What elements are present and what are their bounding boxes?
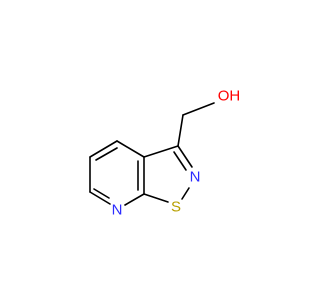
bond-c5-c4 [89, 140, 118, 158]
isothiazole-ring [143, 145, 193, 203]
bond-c7a-n7 [124, 193, 145, 206]
bond-n7-c6 [89, 191, 111, 205]
atom-label-nitrogen-ring: N [112, 202, 123, 219]
structure-diagram: N S N OH [89, 88, 241, 219]
hydroxymethyl-group [177, 102, 215, 147]
pyridine-ring [89, 140, 145, 206]
bond-n2-c3 [177, 145, 193, 168]
bond-c4-c3a [116, 140, 145, 158]
atom-label-sulfur: S [171, 199, 181, 216]
bond-n7-c6-double [93, 188, 110, 199]
bond-ch2-o [182, 102, 215, 116]
atom-label-nitrogen-isothiazole: N [190, 169, 201, 186]
bond-c5-c4-double [95, 147, 118, 161]
atom-label-hydroxyl: OH [218, 88, 241, 105]
bond-c3-c3a [143, 145, 179, 158]
bond-c3-ch2 [177, 114, 184, 147]
bond-s-n2 [181, 187, 190, 200]
bond-c7a-s [143, 193, 169, 203]
bond-n2-c3-double [173, 151, 187, 171]
